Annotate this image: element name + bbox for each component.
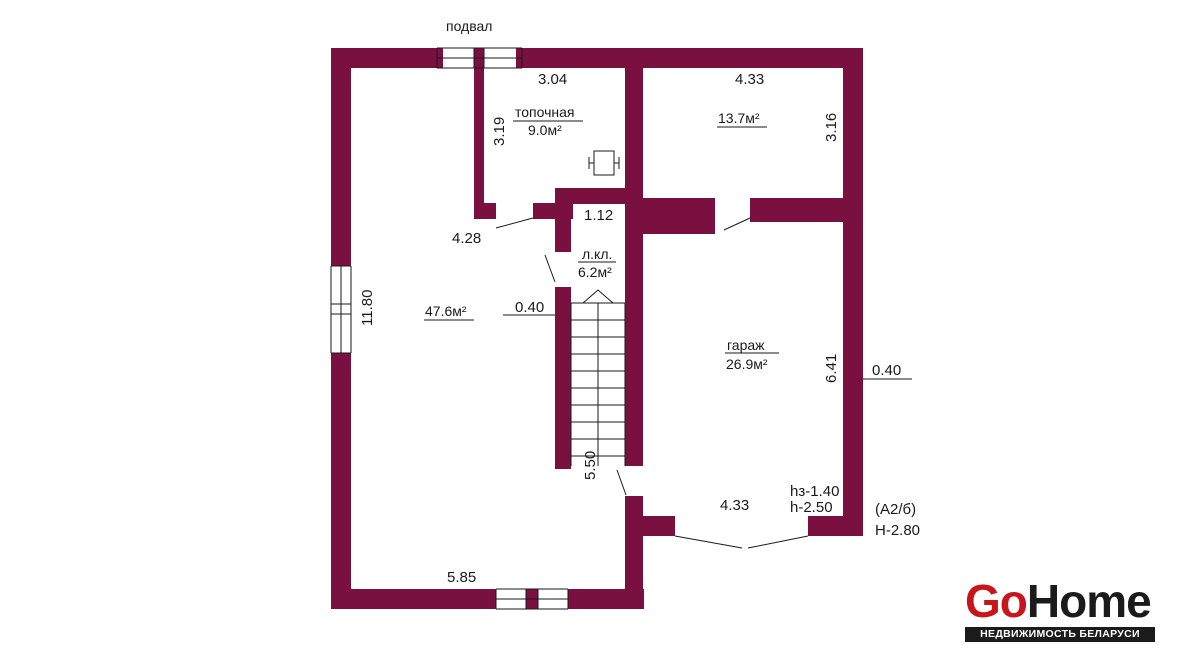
wall-left-lower [331, 353, 351, 609]
window-bottom [495, 588, 569, 610]
wall-right [843, 48, 863, 536]
dim-room-width: 4.33 [735, 71, 764, 88]
dim-bottom-width: 5.85 [447, 569, 476, 586]
dim-garage-depth: 6.41 [823, 354, 840, 383]
dim-garage-width: 4.33 [720, 497, 749, 514]
room-area: 13.7м² [718, 110, 760, 126]
height-h1: hз-1.40 [790, 483, 839, 500]
basement-label: подвал [446, 18, 492, 34]
stair-area: 6.2м² [578, 264, 612, 280]
door-boiler [495, 217, 534, 229]
wall-left-upper [331, 48, 351, 266]
dim-main-length: 11.80 [359, 290, 376, 326]
dim-corridor: 1.12 [584, 207, 613, 224]
stair-name: л.кл. [582, 246, 612, 262]
window-top [436, 47, 523, 69]
garage-name: гараж [727, 337, 765, 353]
wall-garage-jamb-right [808, 516, 863, 536]
wall-center-upper [625, 68, 643, 204]
logo-tagline: НЕДВИЖИМОСТЬ БЕЛАРУСИ [965, 627, 1155, 642]
main-room-area: 47.6м² [425, 303, 467, 319]
logo-home: Home [1026, 575, 1152, 627]
door-stair [544, 254, 556, 283]
boiler-room-name: топочная [515, 104, 575, 120]
wall-stair-post [555, 188, 571, 252]
dim-boiler-width: 3.04 [538, 71, 567, 88]
dim-room-depth: 3.16 [823, 113, 840, 142]
garage-area: 26.9м² [726, 356, 768, 372]
boiler-icon [588, 150, 620, 176]
wall-garage-left-lower [625, 496, 643, 609]
wall-boiler-left [474, 68, 484, 218]
height-h2: h-2.50 [790, 499, 833, 516]
wall-top-left [331, 48, 443, 68]
wall-bottom-left [331, 589, 496, 609]
dim-boiler-depth: 3.19 [491, 117, 508, 146]
garage-gate-right [747, 535, 809, 549]
dim-wall-outer: 0.40 [872, 362, 901, 379]
wall-stair-left [555, 287, 571, 469]
staircase [570, 289, 626, 466]
wall-boiler-stub [474, 203, 496, 219]
logo-wordmark: GoHome [965, 575, 1152, 627]
wall-boiler-bottom [555, 188, 643, 204]
logo-go: Go [965, 575, 1028, 627]
door-garage-side [616, 469, 627, 496]
door-room [723, 217, 751, 231]
window-left [330, 265, 352, 354]
wall-room-bottom-right [750, 198, 863, 222]
boiler-room-area: 9.0м² [528, 122, 562, 138]
height-total: H-2.80 [875, 522, 920, 539]
wall-garage-jamb-left [625, 516, 675, 536]
wall-top-right [516, 48, 863, 68]
garage-gate-left [674, 535, 743, 549]
dim-stair-length: 5.50 [582, 451, 599, 480]
dim-wall-inner: 0.40 [515, 299, 544, 316]
height-ref: (А2/б) [875, 501, 916, 518]
wall-stair-right [625, 198, 643, 466]
dim-partition: 4.28 [452, 230, 481, 247]
gohome-logo: GoHome НЕДВИЖИМОСТЬ БЕЛАРУСИ [965, 577, 1155, 647]
